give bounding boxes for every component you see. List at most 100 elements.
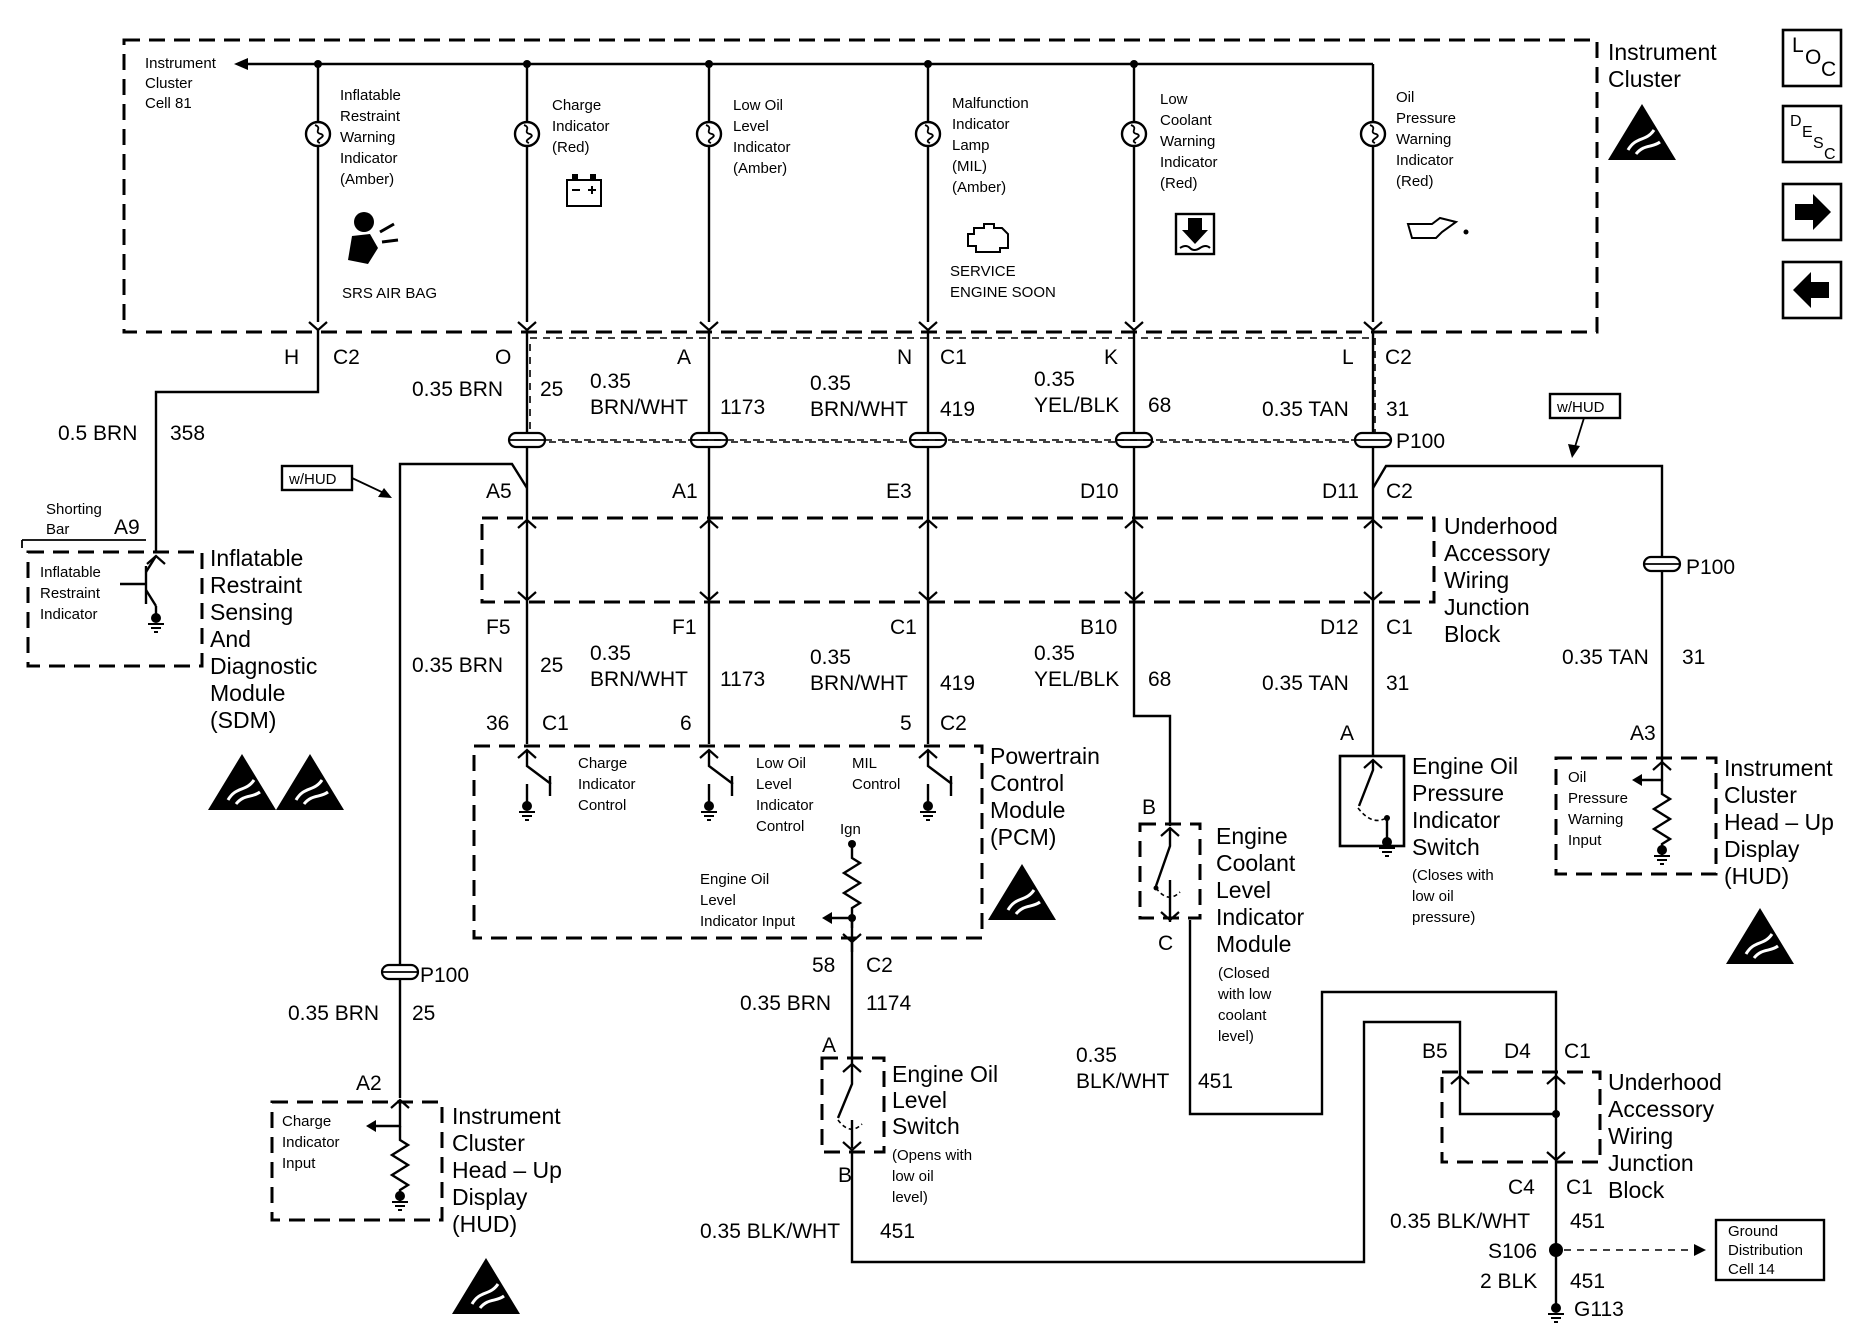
svg-text:Warning: Warning (340, 129, 395, 146)
cluster-pin-labels: H C2 O A N C1 K L C2 (284, 346, 1412, 369)
svg-text:SERVICE: SERVICE (950, 263, 1016, 280)
svg-text:L: L (1792, 34, 1804, 57)
svg-text:Module: Module (1216, 931, 1291, 957)
engine-oil-level-switch: A B Engine Oil Level Switch (Opens with … (700, 1034, 998, 1243)
esd-warning-icon (206, 752, 278, 812)
svg-text:P100: P100 (420, 964, 469, 987)
svg-text:Warning: Warning (1160, 133, 1215, 150)
svg-text:C1: C1 (940, 346, 967, 369)
svg-text:Coolant: Coolant (1216, 850, 1296, 876)
svg-text:A: A (677, 346, 691, 369)
svg-text:Indicator: Indicator (733, 139, 791, 156)
svg-text:Bar: Bar (46, 521, 69, 538)
svg-text:0.35 BRN: 0.35 BRN (412, 378, 503, 401)
esd-warning-icon (450, 1256, 522, 1316)
svg-text:BRN/WHT: BRN/WHT (590, 668, 688, 691)
airbag-symbol-icon (348, 212, 399, 264)
svg-text:Instrument: Instrument (452, 1103, 561, 1129)
svg-text:1174: 1174 (866, 992, 911, 1015)
svg-text:Accessory: Accessory (1608, 1096, 1715, 1122)
svg-text:1173: 1173 (720, 396, 765, 419)
svg-text:low oil: low oil (1412, 888, 1454, 905)
svg-text:B10: B10 (1080, 616, 1117, 639)
svg-text:(Amber): (Amber) (733, 160, 787, 177)
junction-top-labels: A5 A1 E3 D10 D11 C2 (486, 480, 1413, 503)
svg-text:0.35 BRN: 0.35 BRN (288, 1002, 379, 1025)
svg-text:451: 451 (1198, 1070, 1233, 1093)
svg-text:Inflatable: Inflatable (210, 545, 303, 571)
svg-text:(SDM): (SDM) (210, 707, 276, 733)
svg-text:36: 36 (486, 712, 509, 735)
lower-junction-block: B5 D4 C1 C4 C1 Underhood Accessory Wirin… (1422, 1020, 1722, 1203)
svg-text:Restraint: Restraint (340, 108, 401, 125)
svg-text:0.35: 0.35 (590, 370, 631, 393)
svg-text:(Red): (Red) (1396, 173, 1434, 190)
svg-text:Level: Level (1216, 877, 1271, 903)
svg-text:D10: D10 (1080, 480, 1119, 503)
svg-text:(Closed: (Closed (1218, 965, 1270, 982)
svg-text:451: 451 (880, 1220, 915, 1243)
svg-text:58: 58 (812, 954, 835, 977)
svg-text:Ground: Ground (1728, 1223, 1778, 1240)
charge-indicator-circuit: Charge Indicator (Red) (513, 64, 610, 322)
svg-text:(MIL): (MIL) (952, 158, 987, 175)
svg-text:Cluster: Cluster (1724, 782, 1797, 808)
loc-button[interactable]: L O C (1781, 28, 1843, 88)
underhood-junction-block (480, 516, 1436, 604)
svg-text:Indicator: Indicator (40, 606, 98, 623)
svg-text:MIL: MIL (852, 755, 877, 772)
svg-text:25: 25 (540, 654, 563, 677)
svg-text:D12: D12 (1320, 616, 1359, 639)
svg-text:2 BLK: 2 BLK (1480, 1270, 1537, 1293)
svg-text:Indicator Input: Indicator Input (700, 913, 796, 930)
svg-text:31: 31 (1682, 646, 1705, 669)
svg-text:Malfunction: Malfunction (952, 95, 1029, 112)
low-oil-bulb-icon (695, 120, 723, 148)
svg-text:w/HUD: w/HUD (1556, 399, 1605, 416)
svg-text:Head – Up: Head – Up (1724, 809, 1834, 835)
hud-right: A3 Oil Pressure Warning Input Instrument… (1554, 722, 1834, 966)
instrument-cluster-title-2: Cluster (1608, 66, 1681, 92)
battery-icon (566, 174, 602, 207)
svg-text:25: 25 (412, 1002, 435, 1025)
svg-text:5: 5 (900, 712, 912, 735)
svg-text:Head – Up: Head – Up (452, 1157, 562, 1183)
svg-text:P100: P100 (1396, 430, 1445, 453)
next-page-button[interactable] (1781, 182, 1843, 242)
svg-text:Pressure: Pressure (1412, 780, 1504, 806)
prev-page-button[interactable] (1781, 260, 1843, 320)
coolant-level-icon (1174, 212, 1216, 256)
svg-text:Indicator: Indicator (1396, 152, 1454, 169)
svg-text:Charge: Charge (552, 97, 601, 114)
mil-indicator-circuit: Malfunction Indicator Lamp (MIL) (Amber)… (914, 64, 1056, 322)
svg-text:A: A (822, 1034, 836, 1057)
desc-button[interactable]: D E S C (1781, 104, 1843, 164)
svg-text:low oil: low oil (892, 1168, 934, 1185)
mid-wire-labels: 0.35 BRN 25 0.35 BRN/WHT 1173 0.35 BRN/W… (412, 556, 1735, 695)
svg-text:Indicator: Indicator (952, 116, 1010, 133)
svg-text:Wiring: Wiring (1444, 567, 1509, 593)
svg-text:419: 419 (940, 672, 975, 695)
svg-text:0.35 TAN: 0.35 TAN (1262, 398, 1349, 421)
svg-text:B: B (838, 1164, 852, 1187)
ground-circuit: 0.35 BLK/WHT 451 S106 451 2 BLK G113 Gro… (1390, 1210, 1826, 1323)
svg-text:Charge: Charge (282, 1113, 331, 1130)
svg-text:Ign: Ign (840, 821, 861, 838)
svg-text:31: 31 (1386, 398, 1409, 421)
svg-text:Control: Control (578, 797, 626, 814)
svg-text:B: B (1142, 796, 1156, 819)
svg-text:1173: 1173 (720, 668, 765, 691)
svg-text:Restraint: Restraint (40, 585, 101, 602)
arrow-left-icon (1793, 272, 1829, 308)
svg-text:Display: Display (452, 1184, 528, 1210)
svg-text:0.35: 0.35 (810, 372, 851, 395)
svg-text:0.35: 0.35 (1034, 642, 1075, 665)
svg-text:Oil: Oil (1396, 89, 1414, 106)
svg-text:Junction: Junction (1444, 594, 1530, 620)
svg-text:Indicator: Indicator (1160, 154, 1218, 171)
svg-text:SRS AIR BAG: SRS AIR BAG (342, 285, 437, 302)
svg-text:BRN/WHT: BRN/WHT (810, 398, 908, 421)
coolant-bulb-icon (1120, 120, 1148, 148)
svg-text:0.35 BLK/WHT: 0.35 BLK/WHT (1390, 1210, 1530, 1233)
svg-text:A1: A1 (672, 480, 698, 503)
